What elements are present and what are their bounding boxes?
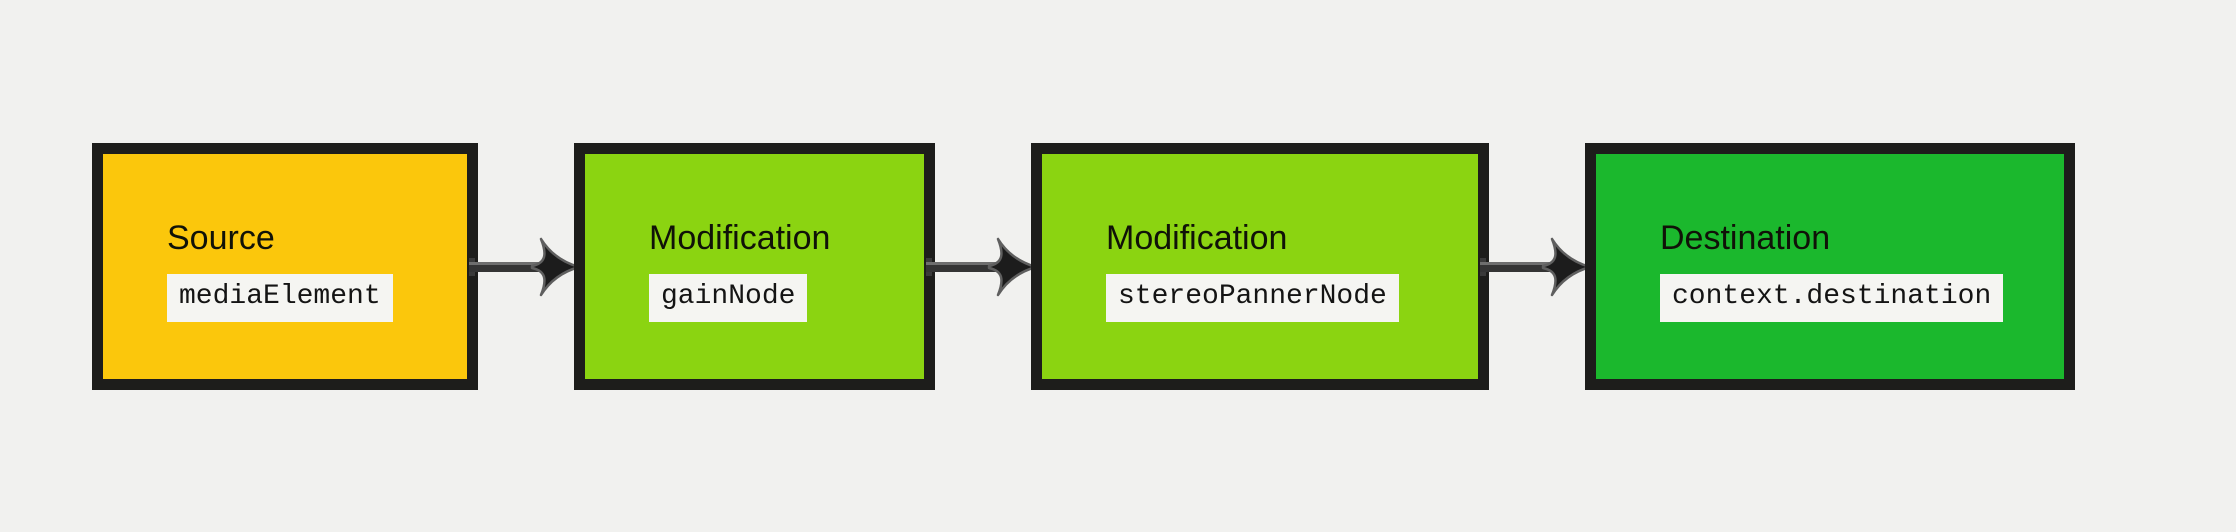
node-code-chip: mediaElement	[167, 274, 393, 322]
node-modification-gain: Modification gainNode	[574, 143, 935, 390]
node-code-chip: stereoPannerNode	[1106, 274, 1399, 322]
node-source: Source mediaElement	[92, 143, 478, 390]
flow-arrow-1	[469, 143, 581, 390]
flow-arrow-2	[926, 143, 1038, 390]
node-modification-panner: Modification stereoPannerNode	[1031, 143, 1489, 390]
node-label: Modification	[649, 219, 831, 258]
node-label: Source	[167, 219, 275, 258]
right-arrow-icon	[926, 237, 1038, 296]
node-label: Modification	[1106, 219, 1288, 258]
node-label: Destination	[1660, 219, 1831, 258]
right-arrow-icon	[1480, 237, 1592, 296]
node-code-chip: gainNode	[649, 274, 808, 322]
audio-flow-diagram: Source mediaElement Modification gainNod…	[92, 143, 2075, 390]
flow-arrow-3	[1480, 143, 1592, 390]
node-code-chip: context.destination	[1660, 274, 2004, 322]
right-arrow-icon	[469, 237, 581, 296]
node-destination: Destination context.destination	[1585, 143, 2075, 390]
